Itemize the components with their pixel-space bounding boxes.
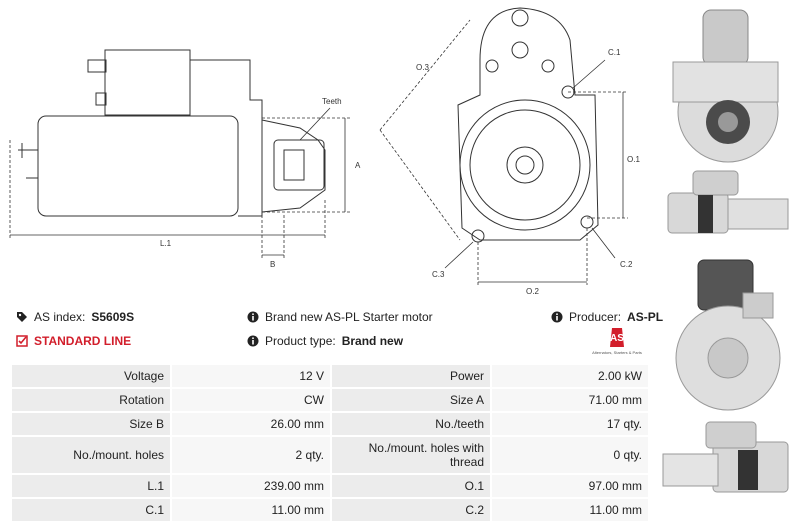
dim-o3-label: O.3 <box>416 63 429 72</box>
producer-value: AS-PL <box>627 310 664 324</box>
product-photo-side-top <box>658 165 796 240</box>
product-photo-side-bottom <box>658 420 796 500</box>
front-dimension-lines <box>379 19 628 285</box>
spec-label: No./mount. holes <box>12 437 170 473</box>
spec-value: 2 qty. <box>172 437 330 473</box>
dim-o2-label: O.2 <box>526 287 539 296</box>
technical-drawing: Teeth A B L.1 O.3 C.1 O.1 C.3 C.2 O.2 <box>9 7 640 296</box>
as-index-value: S5609S <box>91 310 135 324</box>
product-type-row: Product type: Brand new <box>247 334 403 348</box>
as-index-label: AS index: <box>34 310 86 324</box>
spec-label: Size A <box>332 389 490 411</box>
check-square-icon <box>16 335 28 347</box>
standard-line-label: STANDARD LINE <box>34 334 132 348</box>
spec-label: Rotation <box>12 389 170 411</box>
as-pl-logo: AS Alternators, Starters & Parts <box>592 328 642 355</box>
dim-c1-label: C.1 <box>608 48 621 57</box>
product-photo-front <box>658 2 796 170</box>
dim-c3-label: C.3 <box>432 270 445 279</box>
dim-o1-label: O.1 <box>627 155 640 164</box>
description-row: Brand new AS-PL Starter motor <box>247 310 433 324</box>
producer-row: Producer: AS-PL <box>551 310 663 324</box>
dim-l1-label: L.1 <box>160 239 172 248</box>
product-type-label: Product type: <box>265 334 336 348</box>
as-index-row: AS index: S5609S <box>16 310 134 324</box>
spec-label: Voltage <box>12 365 170 387</box>
product-photo-rear <box>658 258 796 418</box>
dim-c2-label: C.2 <box>620 260 633 269</box>
spec-label: Power <box>332 365 490 387</box>
info-icon <box>247 335 259 347</box>
teeth-label: Teeth <box>322 97 342 106</box>
product-type-value: Brand new <box>341 334 404 348</box>
spec-label: L.1 <box>12 475 170 497</box>
spec-value: 0 qty. <box>492 437 648 473</box>
producer-label: Producer: <box>569 310 622 324</box>
info-icon <box>551 311 563 323</box>
spec-label: Size B <box>12 413 170 435</box>
spec-label: O.1 <box>332 475 490 497</box>
spec-value: 97.00 mm <box>492 475 648 497</box>
standard-line-row: STANDARD LINE <box>16 334 131 348</box>
spec-value: 11.00 mm <box>172 499 330 521</box>
dim-a-label: A <box>355 161 361 170</box>
dimension-lines <box>9 107 350 258</box>
spec-label: No./teeth <box>332 413 490 435</box>
spec-value: 71.00 mm <box>492 389 648 411</box>
side-view <box>18 49 326 217</box>
spec-value: 26.00 mm <box>172 413 330 435</box>
logo-tagline: Alternators, Starters & Parts <box>592 350 642 355</box>
spec-value: 2.00 kW <box>492 365 648 387</box>
spec-label: C.1 <box>12 499 170 521</box>
tag-icon <box>17 312 27 322</box>
dim-b-label: B <box>270 260 275 269</box>
spec-value: 239.00 mm <box>172 475 330 497</box>
spec-label: No./mount. holes with thread <box>332 437 490 473</box>
description-text: Brand new AS-PL Starter motor <box>265 310 433 324</box>
svg-text:AS: AS <box>610 333 624 344</box>
info-icon <box>247 311 259 323</box>
spec-value: 11.00 mm <box>492 499 648 521</box>
front-view <box>457 7 599 243</box>
spec-value: 17 qty. <box>492 413 648 435</box>
spec-value: CW <box>172 389 330 411</box>
spec-label: C.2 <box>332 499 490 521</box>
spec-value: 12 V <box>172 365 330 387</box>
